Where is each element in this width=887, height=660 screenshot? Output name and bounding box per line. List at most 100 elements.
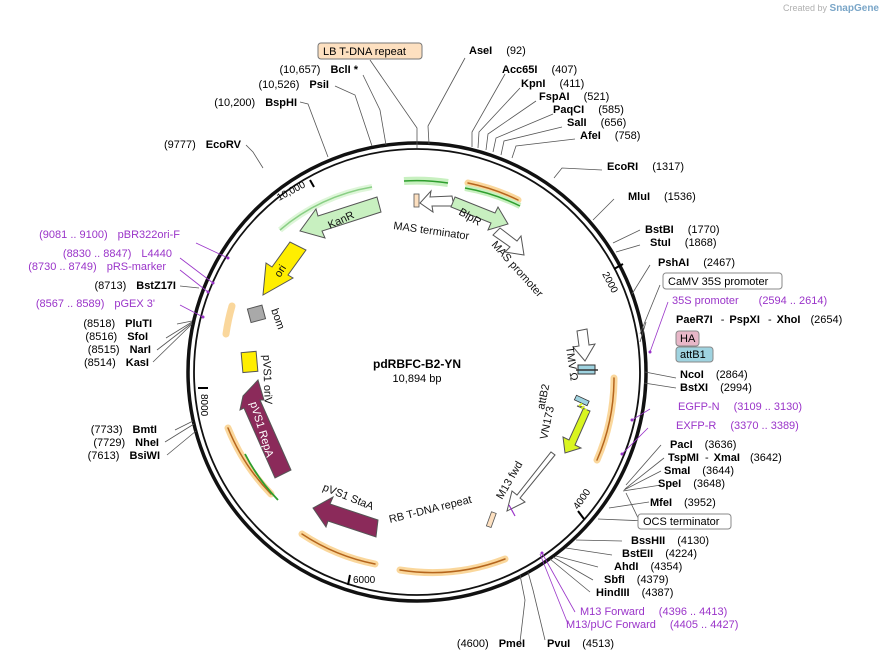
mas-terminator-label: MAS terminator <box>393 220 471 243</box>
tick-6000 <box>347 574 351 586</box>
lb-repeat-box <box>317 42 423 60</box>
primer-l4440[interactable]: (8830 .. 8847)L4440 <box>63 248 172 260</box>
site-paqci[interactable]: PaqCI(585) <box>553 104 624 116</box>
tick-label-4000: 4000 <box>571 487 593 512</box>
attb2-block <box>573 394 590 407</box>
kanr-arrow <box>299 196 382 239</box>
leader-lines <box>152 57 677 643</box>
pvs1-repa-arrow <box>239 379 292 479</box>
ori-label: ori <box>272 263 289 280</box>
site-pmei[interactable]: (4600)PmeI <box>457 638 525 650</box>
site-spei[interactable]: SpeI(3648) <box>658 478 725 490</box>
site-sbfi[interactable]: SbfI(4379) <box>604 574 669 586</box>
site-kasi[interactable]: (8514)KasI <box>84 357 149 369</box>
site-bsteii[interactable]: BstEII(4224) <box>622 548 697 560</box>
pvs1-staa-arrow <box>312 495 379 538</box>
site-bstz17i[interactable]: (8713)BstZ17I <box>94 280 176 292</box>
right-sites: AseI(92) Acc65I(407) KpnI(411) FspAI(521… <box>469 45 842 650</box>
tick-2000 <box>613 263 624 270</box>
primer-m13-puc-forward[interactable]: M13/pUC Forward(4405 .. 4427) <box>566 619 738 631</box>
site-paci[interactable]: PacI(3636) <box>670 439 736 451</box>
site-sali[interactable]: SalI(656) <box>567 117 626 129</box>
site-kpni[interactable]: KpnI(411) <box>521 78 584 90</box>
attb1-box <box>675 346 714 363</box>
feature-blocks <box>239 189 598 538</box>
attb1-label: attB1 <box>680 349 706 361</box>
tick-label-6000: 6000 <box>353 575 376 586</box>
site-ncoi[interactable]: NcoI(2864) <box>680 369 748 381</box>
site-nari[interactable]: (8515)NarI <box>88 344 151 356</box>
plasmid-center-label: pdRBFC-B2-YN 10,894 bp <box>373 357 461 385</box>
rb-repeat-label: RB T-DNA repeat <box>388 494 473 526</box>
credit-prefix: Created by <box>782 3 828 13</box>
site-bsiwi[interactable]: (7613)BsiWI <box>88 450 160 462</box>
site-hindiii[interactable]: HindIII(4387) <box>596 587 673 599</box>
site-pluti[interactable]: (8518)PluTI <box>83 318 152 330</box>
primer-35s-promoter[interactable]: 35S promoter(2594 .. 2614) <box>672 295 827 307</box>
attb2-label: attB2 <box>535 383 552 411</box>
site-asei[interactable]: AseI(92) <box>469 45 526 57</box>
site-bcli[interactable]: (10,657)BclI * <box>280 64 359 76</box>
tick-label-8000: 8000 <box>198 394 209 417</box>
primer-exfp-r[interactable]: EXFP-R(3370 .. 3389) <box>676 420 799 432</box>
site-bsphi[interactable]: (10,200)BspHI <box>214 97 297 109</box>
primer-pgex3[interactable]: (8567 .. 8589)pGEX 3' <box>36 298 155 310</box>
boxed-labels: LB T-DNA repeat CaMV 35S promoter HA att… <box>317 42 783 530</box>
site-acc65i[interactable]: Acc65I(407) <box>502 64 577 76</box>
site-bstbi[interactable]: BstBI(1770) <box>645 224 720 236</box>
site-pshai[interactable]: PshAI(2467) <box>658 257 735 269</box>
vn173-label: VN173 <box>538 405 557 440</box>
rb-repeat-mark <box>485 511 497 529</box>
pvs1-oriv-label: pVS1 oriV <box>260 355 274 406</box>
vn173-arrow <box>562 405 591 454</box>
site-ahdi[interactable]: AhdI(4354) <box>614 561 682 573</box>
primer-prs-marker[interactable]: (8730 .. 8749)pRS-marker <box>28 261 166 273</box>
site-bmti[interactable]: (7733)BmtI <box>91 424 157 436</box>
site-sfoi[interactable]: (8516)SfoI <box>85 331 148 343</box>
site-fspai[interactable]: FspAI(521) <box>539 91 609 103</box>
site-stui[interactable]: StuI(1868) <box>650 237 717 249</box>
site-tspmi-xmai[interactable]: TspMI-XmaI(3642) <box>668 452 782 464</box>
m13-fwd-primer-mark <box>508 504 516 517</box>
plasmid-size: 10,894 bp <box>393 373 442 385</box>
lb-repeat-label: LB T-DNA repeat <box>323 46 406 58</box>
site-ecorv[interactable]: (9777)EcoRV <box>164 139 242 151</box>
tmv-omega-arrow <box>572 328 596 362</box>
ocs-box <box>637 513 732 530</box>
backbone-inner-circle <box>193 148 641 596</box>
snapgene-credit: Created by SnapGene <box>783 3 879 14</box>
blpr-arrow <box>450 196 509 231</box>
primer-pbr322ori-f[interactable]: (9081 .. 9100)pBR322ori-F <box>39 229 180 241</box>
site-psii[interactable]: (10,526)PsiI <box>258 79 329 91</box>
lb-repeat-mark <box>413 193 420 208</box>
site-mfei[interactable]: MfeI(3952) <box>650 497 716 509</box>
bom-label: bom <box>268 307 287 331</box>
mas-terminator-arrow <box>419 189 455 214</box>
site-mlui[interactable]: MluI(1536) <box>628 191 696 203</box>
green-feature-arcs <box>244 176 522 501</box>
tick-label-10000: 10,000 <box>275 179 308 203</box>
site-paer7i-pspxi-xhoi[interactable]: PaeR7I-PspXI-XhoI(2654) <box>676 314 842 326</box>
site-ecori[interactable]: EcoRI(1317) <box>607 161 684 173</box>
primer-egfp-n[interactable]: EGFP-N(3109 .. 3130) <box>678 401 802 413</box>
site-pvui[interactable]: PvuI(4513) <box>547 638 614 650</box>
primer-leader-lines <box>179 242 669 625</box>
site-nhei[interactable]: (7729)NheI <box>93 437 159 449</box>
left-sites: (10,657)BclI * (10,526)PsiI (10,200)BspH… <box>83 64 525 650</box>
snapgene-logo: SnapGene <box>829 3 879 14</box>
orange-feature-arcs <box>222 179 618 576</box>
site-bsshii[interactable]: BssHII(4130) <box>631 535 709 547</box>
mas-promoter-arrow <box>492 227 525 256</box>
site-smai[interactable]: SmaI(3644) <box>664 465 734 477</box>
ha-label: HA <box>680 333 696 345</box>
vn173-mark <box>578 402 590 416</box>
site-bstxi[interactable]: BstXI(2994) <box>680 382 752 394</box>
bom-block <box>246 304 267 324</box>
m13-fwd-arrow <box>506 451 556 512</box>
primer-m13-forward[interactable]: M13 Forward(4396 .. 4413) <box>580 606 727 618</box>
site-afei[interactable]: AfeI(758) <box>580 130 640 142</box>
ocs-label: OCS terminator <box>643 516 720 528</box>
tick-10000 <box>309 179 315 188</box>
ha-box <box>675 330 700 347</box>
